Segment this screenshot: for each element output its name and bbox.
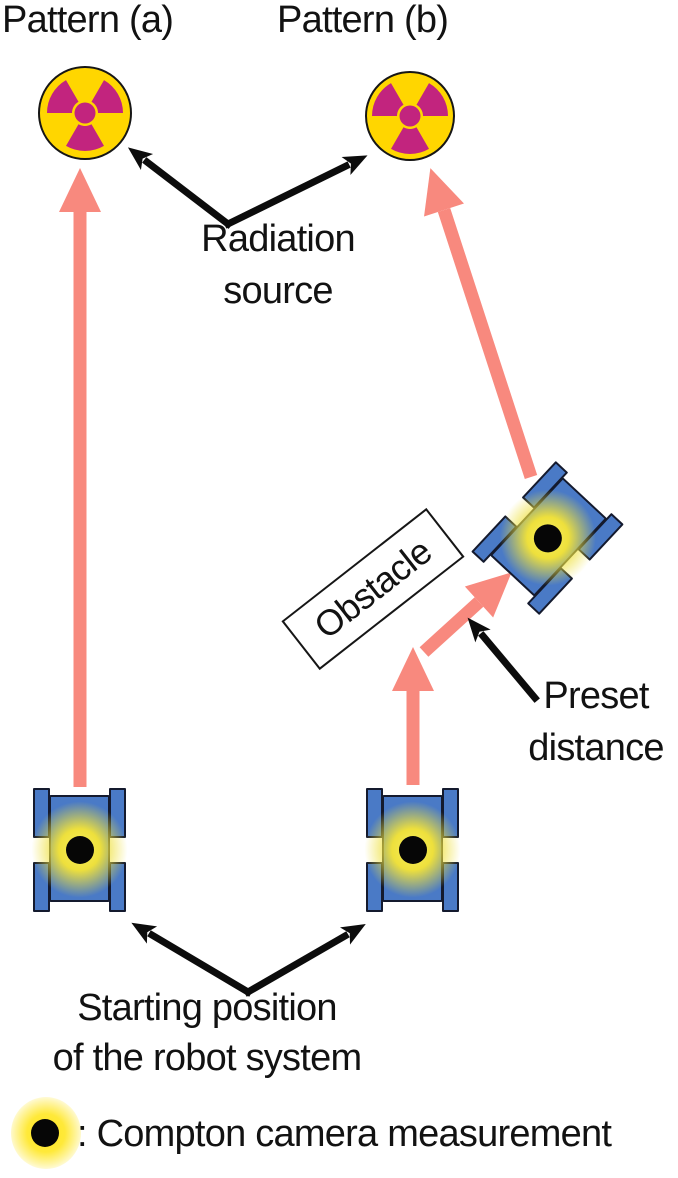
pattern-b-path-arrow-leg3 [424, 168, 538, 480]
compton-measurement-dot-icon [399, 836, 427, 864]
radiation-source-pointer-right [223, 155, 368, 229]
pattern-a-label: Pattern (a) [2, 0, 174, 41]
compton-measurement-dot-icon [66, 836, 94, 864]
preset-distance-label: Preset distance [528, 675, 664, 769]
starting-position-pointer-right [243, 924, 366, 997]
starting-position-pointer-left [131, 922, 253, 997]
pattern-b-label: Pattern (b) [277, 0, 449, 41]
starting-position-label: Starting position of the robot system [52, 987, 362, 1079]
radiation-source-a-icon [38, 66, 132, 160]
robot-start-b [364, 788, 461, 912]
pattern-b-path-arrow-leg2 [419, 572, 512, 657]
radiation-source-pointer-left [127, 147, 233, 229]
robot-start-a [31, 788, 128, 912]
legend-compton-dot-icon [31, 1119, 59, 1147]
preset-distance-pointer [467, 617, 540, 703]
radiation-source-b-icon [365, 71, 455, 161]
legend-text: : Compton camera measurement [77, 1113, 612, 1155]
